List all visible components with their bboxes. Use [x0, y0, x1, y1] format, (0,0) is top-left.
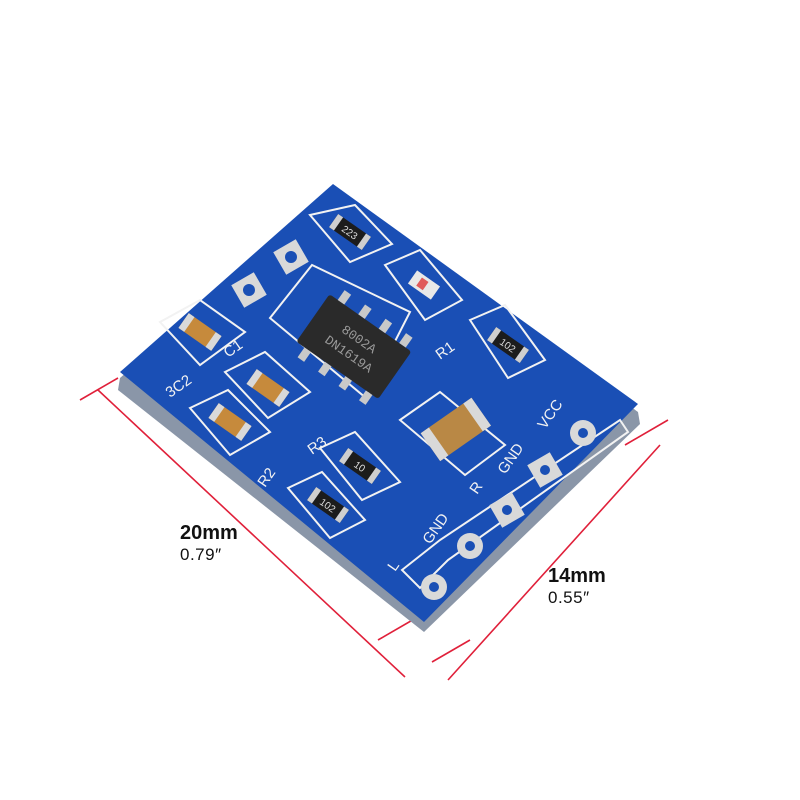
components: 8002A DN1619A 223 102 10 102 [178, 213, 529, 524]
dim-tick-bottom-right [431, 639, 471, 663]
pin-hole [540, 465, 550, 475]
width-metric: 14mm [548, 565, 606, 587]
pin-hole [578, 428, 588, 438]
capacitor-c2 [178, 313, 222, 351]
dimension-lines [79, 377, 669, 681]
chip-body [297, 295, 411, 398]
capacitor-c1 [246, 369, 290, 407]
outline-c2 [158, 298, 247, 367]
pads [231, 239, 596, 600]
silkscreen-outlines [158, 203, 630, 590]
pad-hole [243, 284, 255, 296]
length-dimension-label: 20mm 0.79″ [180, 522, 238, 565]
led [407, 270, 441, 300]
dim-tick-top-left [79, 377, 119, 401]
dim-tick-bottom-left [377, 617, 417, 641]
outline-led [383, 248, 464, 322]
outline-r1 [286, 470, 367, 540]
chip-pins [297, 290, 413, 405]
outline-header [400, 418, 630, 590]
capacitor-r2 [208, 403, 252, 441]
capacitor-large [420, 397, 491, 462]
dim-tick-top-right [624, 419, 669, 446]
width-dimension-label: 14mm 0.55″ [548, 565, 606, 608]
resistor-low: 102 [307, 486, 349, 524]
pad-hole [285, 251, 297, 263]
pin-hole [502, 505, 512, 515]
amplifier-chip: 8002A DN1619A [297, 290, 413, 405]
width-imperial: 0.55″ [548, 588, 590, 607]
length-metric: 20mm [180, 522, 238, 544]
outline-c1 [223, 350, 312, 420]
outline-chip [268, 263, 412, 400]
length-imperial: 0.79″ [180, 545, 222, 564]
outline-r2 [188, 388, 272, 457]
resistor-mid: 10 [339, 447, 381, 485]
outline-r-right [468, 303, 547, 380]
dim-line-length [97, 389, 406, 678]
pin-hole [429, 582, 439, 592]
outline-r3 [318, 430, 402, 502]
outline-r-top [308, 203, 394, 264]
pin-hole [465, 541, 475, 551]
dim-line-width [447, 444, 661, 681]
resistor-top: 223 [329, 213, 371, 251]
